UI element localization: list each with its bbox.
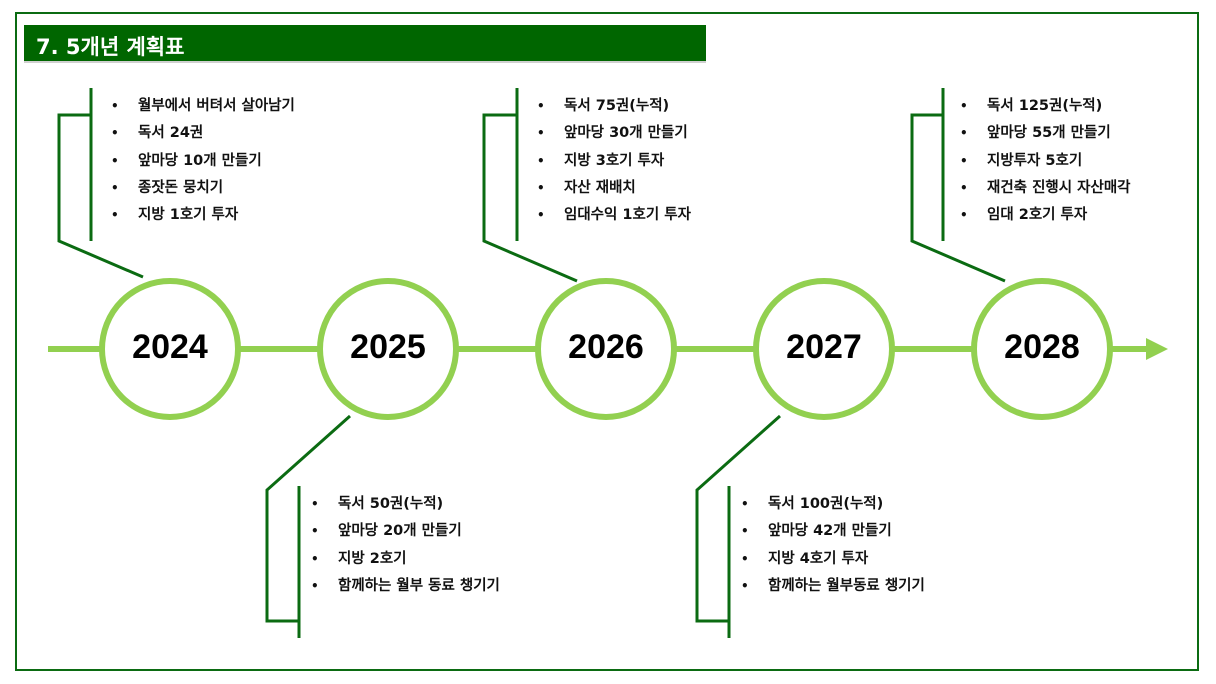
goals-2025: • 독서 50권(누적) • 앞마당 20개 만들기 • 지방 2호기 • 함께하는 월부 동… bbox=[311, 494, 500, 603]
year-2025: 2025 bbox=[350, 328, 426, 366]
goal-item: • 앞마당 20개 만들기 bbox=[311, 521, 500, 548]
bracket-2028 bbox=[910, 88, 1006, 283]
bullet-icon: • bbox=[537, 180, 545, 195]
goal-text: 독서 50권(누적) bbox=[338, 496, 444, 512]
bracket-2024 bbox=[57, 88, 144, 279]
goals-2028: • 독서 125권(누적) • 앞마당 55개 만들기 • 지방투자 5호기 • 재건축 진행… bbox=[960, 96, 1131, 232]
goal-item: • 지방 3호기 투자 bbox=[537, 151, 691, 178]
goal-item: • 앞마당 30개 만들기 bbox=[537, 123, 691, 150]
bullet-icon: • bbox=[960, 180, 968, 195]
timeline-arrow-icon bbox=[1146, 338, 1168, 360]
goal-text: 지방 4호기 투자 bbox=[768, 550, 869, 567]
goals-2027: • 독서 100권(누적) • 앞마당 42개 만들기 • 지방 4호기 투자 • 함께하는 … bbox=[741, 494, 925, 603]
goal-item: • 임대 2호기 투자 bbox=[960, 205, 1131, 232]
goal-text: 함께하는 월부 동료 챙기기 bbox=[338, 577, 500, 594]
goals-2024: • 월부에서 버텨서 살아남기 • 독서 24권 • 앞마당 10개 만들기 • 종잣돈 뭉치… bbox=[111, 96, 295, 232]
year-2024: 2024 bbox=[132, 328, 208, 366]
bullet-icon: • bbox=[960, 153, 968, 168]
goal-item: • 임대수익 1호기 투자 bbox=[537, 205, 691, 232]
goal-item: • 지방투자 5호기 bbox=[960, 151, 1131, 178]
goal-item: • 독서 50권(누적) bbox=[311, 494, 500, 521]
bullet-icon: • bbox=[311, 578, 319, 593]
bullet-icon: • bbox=[537, 153, 545, 168]
goal-text: 앞마당 42개 만들기 bbox=[768, 523, 892, 540]
title-bar: 7. 5개년 계획표 bbox=[24, 25, 706, 63]
goal-text: 독서 75권(누적) bbox=[564, 98, 670, 114]
bullet-icon: • bbox=[111, 153, 119, 168]
goal-item: • 지방 4호기 투자 bbox=[741, 549, 925, 576]
goal-text: 함께하는 월부동료 챙기기 bbox=[768, 577, 925, 594]
goal-text: 월부에서 버텨서 살아남기 bbox=[138, 98, 295, 114]
year-2027: 2027 bbox=[786, 328, 862, 366]
slide-frame bbox=[15, 12, 1199, 671]
goal-text: 임대수익 1호기 투자 bbox=[564, 207, 691, 224]
goals-2026: • 독서 75권(누적) • 앞마당 30개 만들기 • 지방 3호기 투자 • 자산 재배치… bbox=[537, 96, 691, 232]
goal-text: 독서 100권(누적) bbox=[768, 496, 884, 512]
circle-2027 bbox=[753, 278, 895, 420]
bullet-icon: • bbox=[537, 208, 545, 223]
circle-2024 bbox=[99, 278, 241, 420]
goal-item: • 독서 24권 bbox=[111, 123, 295, 150]
circle-2025 bbox=[317, 278, 459, 420]
goal-item: • 재건축 진행시 자산매각 bbox=[960, 178, 1131, 205]
goal-text: 앞마당 55개 만들기 bbox=[987, 125, 1111, 142]
bracket-2026 bbox=[482, 88, 578, 283]
bullet-icon: • bbox=[741, 524, 749, 539]
goal-item: • 지방 2호기 bbox=[311, 549, 500, 576]
bullet-icon: • bbox=[111, 180, 119, 195]
goal-text: 지방 1호기 투자 bbox=[138, 207, 239, 224]
goal-item: • 독서 125권(누적) bbox=[960, 96, 1131, 123]
bullet-icon: • bbox=[111, 99, 119, 113]
goal-text: 자산 재배치 bbox=[564, 179, 636, 196]
goal-item: • 지방 1호기 투자 bbox=[111, 205, 295, 232]
goal-text: 지방 2호기 bbox=[338, 550, 407, 567]
goal-item: • 앞마당 10개 만들기 bbox=[111, 151, 295, 178]
bullet-icon: • bbox=[537, 126, 545, 141]
goal-text: 앞마당 20개 만들기 bbox=[338, 523, 462, 540]
year-2028: 2028 bbox=[1004, 328, 1080, 366]
bracket-2027 bbox=[695, 414, 781, 638]
goal-text: 앞마당 10개 만들기 bbox=[138, 152, 262, 169]
bullet-icon: • bbox=[111, 208, 119, 223]
goal-item: • 월부에서 버텨서 살아남기 bbox=[111, 96, 295, 123]
goal-text: 독서 125권(누적) bbox=[987, 98, 1103, 114]
bullet-icon: • bbox=[741, 578, 749, 593]
page-title: 7. 5개년 계획표 bbox=[36, 35, 185, 59]
goal-item: • 앞마당 55개 만들기 bbox=[960, 123, 1131, 150]
goal-item: • 함께하는 월부동료 챙기기 bbox=[741, 576, 925, 603]
bullet-icon: • bbox=[311, 497, 319, 511]
goal-text: 지방투자 5호기 bbox=[987, 152, 1083, 169]
bullet-icon: • bbox=[537, 99, 545, 113]
goal-text: 독서 24권 bbox=[138, 125, 204, 142]
bullet-icon: • bbox=[311, 524, 319, 539]
bullet-icon: • bbox=[111, 126, 119, 141]
goal-item: • 자산 재배치 bbox=[537, 178, 691, 205]
bullet-icon: • bbox=[311, 551, 319, 566]
year-2026: 2026 bbox=[568, 328, 644, 366]
bullet-icon: • bbox=[960, 126, 968, 141]
circle-2028 bbox=[971, 278, 1113, 420]
goal-item: • 독서 100권(누적) bbox=[741, 494, 925, 521]
goal-item: • 앞마당 42개 만들기 bbox=[741, 521, 925, 548]
goal-text: 지방 3호기 투자 bbox=[564, 152, 665, 169]
goal-item: • 함께하는 월부 동료 챙기기 bbox=[311, 576, 500, 603]
bullet-icon: • bbox=[960, 208, 968, 223]
goal-text: 앞마당 30개 만들기 bbox=[564, 125, 688, 142]
bracket-2025 bbox=[265, 414, 351, 638]
goal-text: 재건축 진행시 자산매각 bbox=[987, 179, 1131, 196]
goal-item: • 독서 75권(누적) bbox=[537, 96, 691, 123]
circle-2026 bbox=[535, 278, 677, 420]
goal-text: 종잣돈 뭉치기 bbox=[138, 179, 224, 196]
bullet-icon: • bbox=[960, 99, 968, 113]
bullet-icon: • bbox=[741, 551, 749, 566]
goal-text: 임대 2호기 투자 bbox=[987, 207, 1088, 224]
bullet-icon: • bbox=[741, 497, 749, 511]
goal-item: • 종잣돈 뭉치기 bbox=[111, 178, 295, 205]
